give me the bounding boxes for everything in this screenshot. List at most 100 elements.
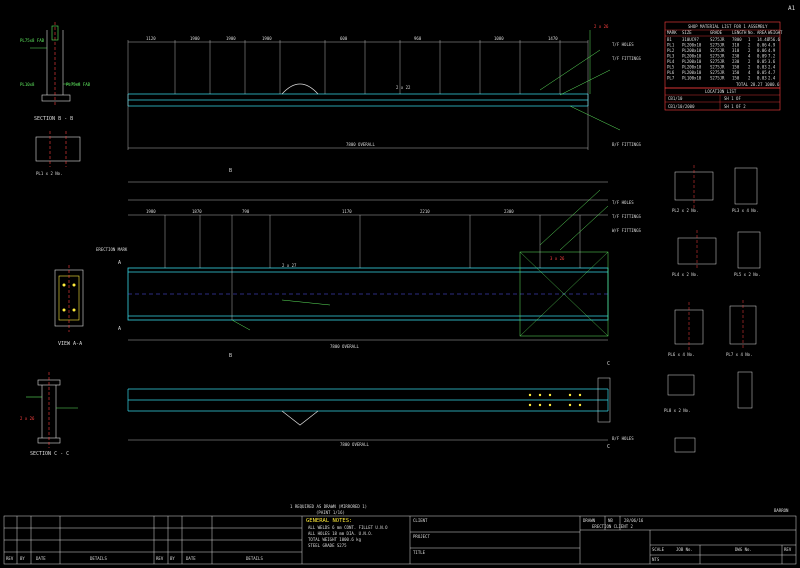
barron-stamp: BARRON bbox=[774, 508, 789, 513]
erection-mark-label: ERECTION MARK bbox=[96, 247, 128, 252]
general-note-0: ALL WELDS 6 mm CONT. FILLET U.N.O bbox=[308, 525, 388, 530]
material-list-cell: 2 bbox=[748, 59, 751, 64]
material-list-cell: PL3 bbox=[667, 54, 675, 59]
material-list-cell: PL200x10 bbox=[682, 54, 702, 59]
dwg-label: DWG No. bbox=[735, 547, 752, 552]
material-list-cell: 3.6 bbox=[768, 59, 776, 64]
fitting-details[interactable] bbox=[667, 165, 761, 453]
main-mid-label: 2 x 27 bbox=[282, 263, 297, 268]
top-dim-2: 1900 bbox=[226, 36, 236, 41]
material-list-cell: 310 bbox=[732, 43, 740, 48]
top-dim-4: 600 bbox=[340, 36, 348, 41]
material-list-cell: S275JR bbox=[710, 48, 725, 53]
material-list-cell: S275JR bbox=[710, 70, 725, 75]
rev-col-4: REV bbox=[156, 556, 164, 561]
rev-col-3: DETAILS bbox=[90, 556, 107, 561]
fitting-label-6: PL8 x 2 No. bbox=[664, 408, 691, 413]
material-list-header-cell: MARK bbox=[667, 30, 677, 35]
material-list-cell: 0.06 bbox=[757, 43, 767, 48]
material-list-cell: PL200x10 bbox=[682, 43, 702, 48]
material-list-cell: S275JR bbox=[710, 76, 725, 81]
marker-c-top: C bbox=[607, 361, 610, 367]
material-list-cell: 2 bbox=[748, 43, 751, 48]
material-list-cell: 756.6 bbox=[768, 37, 781, 42]
material-list-cell: 2.4 bbox=[768, 65, 776, 70]
main-leader-lines bbox=[231, 189, 609, 331]
material-list-cell: PL200x10 bbox=[682, 59, 702, 64]
rev-col-5: BY bbox=[170, 556, 175, 561]
marker-a-left: A bbox=[118, 260, 121, 266]
main-elevation[interactable] bbox=[127, 181, 609, 341]
top-fit-label-1: T/F FITTINGS bbox=[612, 56, 641, 61]
material-list-cell: 2.4 bbox=[768, 76, 776, 81]
material-list-cell: S275JR bbox=[710, 54, 725, 59]
fitting-label-2: PL4 x 2 No. bbox=[672, 272, 699, 277]
scale-label: SCALE bbox=[652, 547, 665, 552]
material-list-cell: PL200x10 bbox=[682, 70, 702, 75]
fitting-label-5: PL7 x 4 No. bbox=[726, 352, 753, 357]
fitting-label-1: PL3 x 4 No. bbox=[732, 208, 759, 213]
sheet-size-label: A1 bbox=[788, 5, 796, 12]
main-bolt-label: 3 x 26 bbox=[550, 256, 565, 261]
top-elevation[interactable] bbox=[127, 40, 589, 150]
rev-col-1: BY bbox=[20, 556, 25, 561]
material-list-cell: 7.2 bbox=[768, 54, 776, 59]
rev-label: REV bbox=[784, 547, 792, 552]
location-list-table[interactable] bbox=[664, 87, 781, 111]
marker-b-top: B bbox=[229, 168, 232, 174]
material-list-header-cell: No. bbox=[748, 30, 755, 35]
section-c-title: SECTION C - C bbox=[30, 451, 69, 457]
mid-dim-3: 1170 bbox=[342, 209, 352, 214]
view-a-view[interactable] bbox=[54, 265, 84, 332]
material-list-header-cell: GRADE bbox=[710, 30, 723, 35]
material-list-cell: B1 bbox=[667, 37, 672, 42]
bottom-elevation[interactable] bbox=[127, 377, 611, 441]
top-bolt-label-1: 2 x 26 bbox=[594, 24, 609, 29]
top-fit-label-4: B/F FITTINGS bbox=[612, 142, 641, 147]
location-row-0-a: CB1/10 bbox=[668, 96, 683, 101]
material-list-cell: S275JR bbox=[710, 37, 725, 42]
material-list-cell: 230 bbox=[732, 54, 740, 59]
fitting-label-0: PL2 x 2 No. bbox=[672, 208, 699, 213]
mid-dim-0: 1980 bbox=[146, 209, 156, 214]
material-list-cell: PL1 bbox=[667, 43, 675, 48]
material-list-cell: 4.9 bbox=[768, 48, 776, 53]
drawn-by: NB bbox=[608, 518, 613, 523]
plate-detail-left-label: PL1 x 2 No. bbox=[36, 171, 63, 176]
project-label: PROJECT bbox=[413, 534, 430, 539]
main-fit-label-2: W/F FITTINGS bbox=[612, 228, 641, 233]
bottom-overall-label: 7800 OVERALL bbox=[340, 442, 369, 447]
top-dim-7: 1470 bbox=[548, 36, 558, 41]
section-b-view[interactable] bbox=[30, 22, 80, 105]
drawn-label: DRAWN bbox=[583, 518, 596, 523]
top-cut-label: 2 x 22 bbox=[396, 85, 411, 90]
section-c-dim: 2 x 26 bbox=[20, 416, 35, 421]
view-a-title: VIEW A-A bbox=[58, 341, 82, 347]
section-b-label-3: PL75x8 FAB bbox=[66, 82, 91, 87]
material-list-cell: 0.03 bbox=[757, 76, 767, 81]
location-list-title: LOCATION LIST bbox=[705, 89, 737, 94]
mid-dim-5: 2300 bbox=[504, 209, 514, 214]
material-list-cell: PL4 bbox=[667, 59, 675, 64]
top-fit-label-0: T/F HOLES bbox=[612, 42, 634, 47]
material-list-cell: PL7 bbox=[667, 76, 675, 81]
rev-col-0: REV bbox=[6, 556, 14, 561]
top-leader-lines bbox=[539, 30, 621, 131]
mid-dim-4: 2210 bbox=[420, 209, 430, 214]
marker-c-bottom: C bbox=[607, 444, 610, 450]
marker-a-right: A bbox=[118, 326, 121, 332]
section-c-view[interactable] bbox=[26, 372, 78, 448]
main-fit-label-0: T/F HOLES bbox=[612, 200, 634, 205]
material-list-total: TOTAL 28.27 1000.6 bbox=[736, 82, 780, 87]
material-list-cell: 2 bbox=[748, 48, 751, 53]
plate-detail-left[interactable] bbox=[35, 131, 81, 167]
material-list-cell: 230 bbox=[732, 59, 740, 64]
title-block[interactable] bbox=[3, 515, 797, 565]
material-list-cell: 0.06 bbox=[757, 48, 767, 53]
material-list-cell: 150 bbox=[732, 76, 740, 81]
rev-col-6: DATE bbox=[186, 556, 196, 561]
general-notes-title: GENERAL NOTES: bbox=[306, 518, 352, 524]
